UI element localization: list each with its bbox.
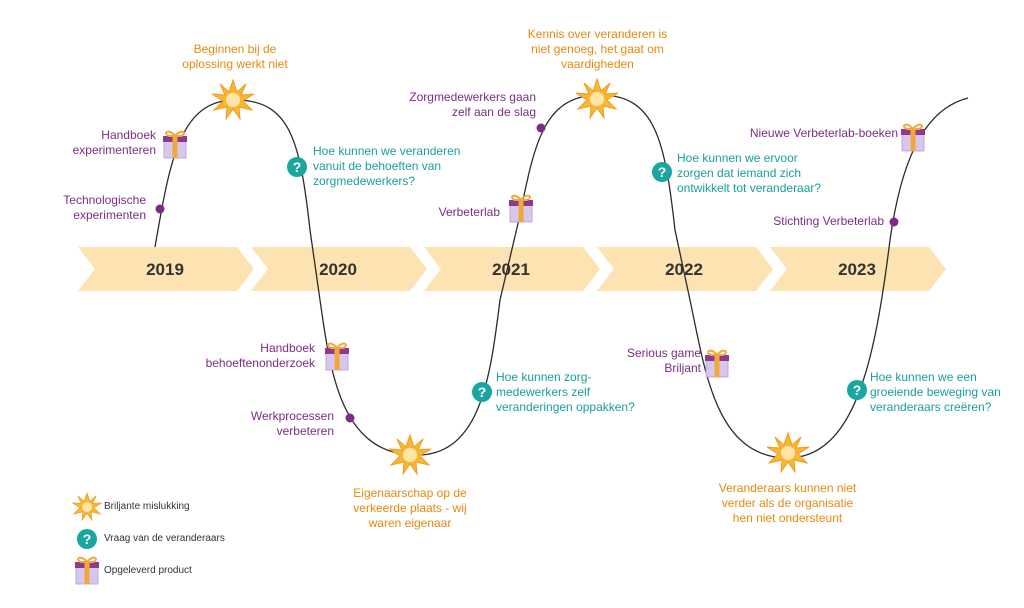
product-gift-icon xyxy=(508,194,534,223)
year-label-2023: 2023 xyxy=(838,260,876,279)
question-zelf-oppakken: Hoe kunnen zorg- medewerkers zelf verand… xyxy=(496,370,635,414)
year-arrows: 2019 2020 2021 2022 2023 xyxy=(78,247,946,291)
milestone-dot-technologisch xyxy=(155,204,165,214)
milestone-stichting-verbeterlab: Stichting Verbeterlab xyxy=(773,214,884,228)
legend-failure-label: Briljante mislukking xyxy=(104,501,190,512)
product-gift-icon xyxy=(324,342,350,371)
product-gift-icon xyxy=(900,123,926,152)
product-verbeterlab: Verbeterlab xyxy=(438,205,500,219)
question-behoeften: Hoe kunnen we veranderen vanuit de behoe… xyxy=(313,144,461,188)
question-icon xyxy=(847,380,867,400)
question-veranderaar: Hoe kunnen we ervoor zorgen dat iemand z… xyxy=(677,151,822,195)
milestone-dot-zelf-aan-slag xyxy=(536,123,546,133)
product-handboek-experimenteren: Handboek experimenteren xyxy=(72,128,156,157)
legend-gift-icon xyxy=(74,556,100,585)
year-label-2021: 2021 xyxy=(492,260,530,279)
failure-kennis-over-veranderen: Kennis over veranderen is niet genoeg, h… xyxy=(527,27,668,71)
milestone-zorgmedewerkers-zelf: Zorgmedewerkers gaan zelf aan de slag xyxy=(409,90,536,119)
product-verbeterlab-boeken: Nieuwe Verbeterlab-boeken xyxy=(749,126,898,140)
legend-product-label: Opgeleverd product xyxy=(104,565,192,576)
legend-burst-icon xyxy=(71,492,103,521)
milestone-werkprocessen-verbeteren: Werkprocessen verbeteren xyxy=(250,409,334,438)
year-arrow-2023 xyxy=(770,247,946,291)
product-handboek-behoeftenonderzoek: Handboek behoeftenonderzoek xyxy=(205,341,315,370)
failure-beginnen-bij-oplossing: Beginnen bij de oplossing werkt niet xyxy=(182,42,288,71)
legend-question-label: Vraag van de veranderaars xyxy=(104,533,225,544)
milestone-dot-werkprocessen xyxy=(345,413,355,423)
product-serious-game: Serious game Briljant xyxy=(626,346,701,375)
question-icon xyxy=(652,162,672,182)
product-gift-icon xyxy=(704,349,730,378)
failure-burst-icon xyxy=(766,432,810,473)
failure-veranderaars-kunnen-niet: Veranderaars kunnen niet verder als de o… xyxy=(718,481,857,525)
milestone-dot-stichting xyxy=(889,217,899,227)
failure-burst-icon xyxy=(575,78,619,119)
question-icon xyxy=(287,157,307,177)
question-beweging: Hoe kunnen we een groeiende beweging van… xyxy=(870,370,1001,414)
year-arrow-2021 xyxy=(424,247,600,291)
question-icon xyxy=(472,382,492,402)
year-arrow-2019 xyxy=(78,247,254,291)
milestone-technologische-experimenten: Technologische experimenten xyxy=(63,193,146,222)
legend-question-icon xyxy=(77,529,97,549)
failure-eigenaarschap: Eigenaarschap op de verkeerde plaats - w… xyxy=(353,486,467,530)
year-arrow-2020 xyxy=(251,247,427,291)
failure-burst-icon xyxy=(211,79,255,120)
year-arrow-2022 xyxy=(597,247,773,291)
product-gift-icon xyxy=(162,130,188,159)
year-label-2020: 2020 xyxy=(319,260,357,279)
year-label-2019: 2019 xyxy=(146,260,184,279)
